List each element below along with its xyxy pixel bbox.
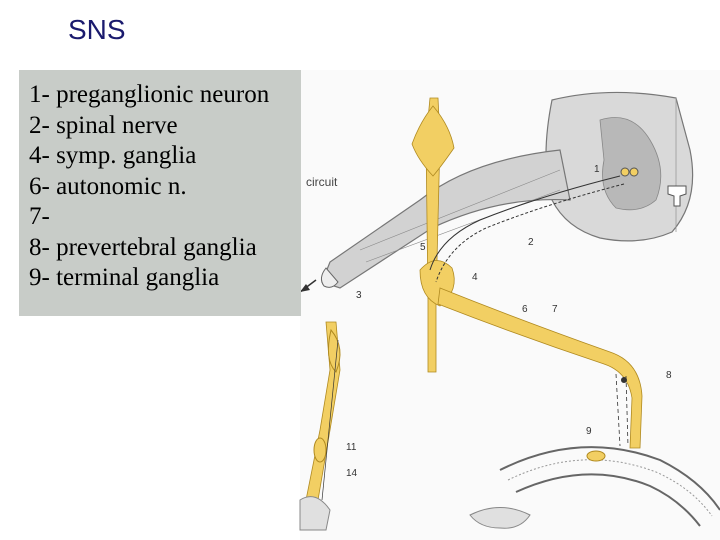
legend-item: 8- prevertebral ganglia bbox=[29, 233, 301, 264]
legend-item: 2- spinal nerve bbox=[29, 111, 301, 142]
legend-box: 1- preganglionic neuron 2- spinal nerve … bbox=[19, 70, 301, 316]
page-title: SNS bbox=[68, 14, 126, 46]
figure-caption-fragment: circuit bbox=[306, 175, 338, 189]
label-7: 7 bbox=[552, 304, 558, 315]
label-4: 4 bbox=[472, 272, 478, 283]
prevertebral-ganglion bbox=[621, 377, 627, 383]
label-1: 1 bbox=[594, 164, 600, 175]
label-5: 5 bbox=[420, 242, 426, 253]
terminal-ganglion bbox=[587, 451, 605, 461]
label-9: 9 bbox=[586, 426, 592, 437]
label-11: 11 bbox=[346, 442, 357, 453]
legend-item: 7- bbox=[29, 202, 301, 233]
legend-item: 6- autonomic n. bbox=[29, 172, 301, 203]
legend-item: 1- preganglionic neuron bbox=[29, 80, 301, 111]
legend-item: 4- symp. ganglia bbox=[29, 141, 301, 172]
label-3: 3 bbox=[356, 290, 362, 301]
label-2: 2 bbox=[528, 237, 534, 248]
label-8: 8 bbox=[666, 370, 672, 381]
label-6: 6 bbox=[522, 304, 528, 315]
label-14: 14 bbox=[346, 468, 358, 479]
spinal-cord bbox=[546, 92, 693, 240]
legend-item: 9- terminal ganglia bbox=[29, 263, 301, 294]
